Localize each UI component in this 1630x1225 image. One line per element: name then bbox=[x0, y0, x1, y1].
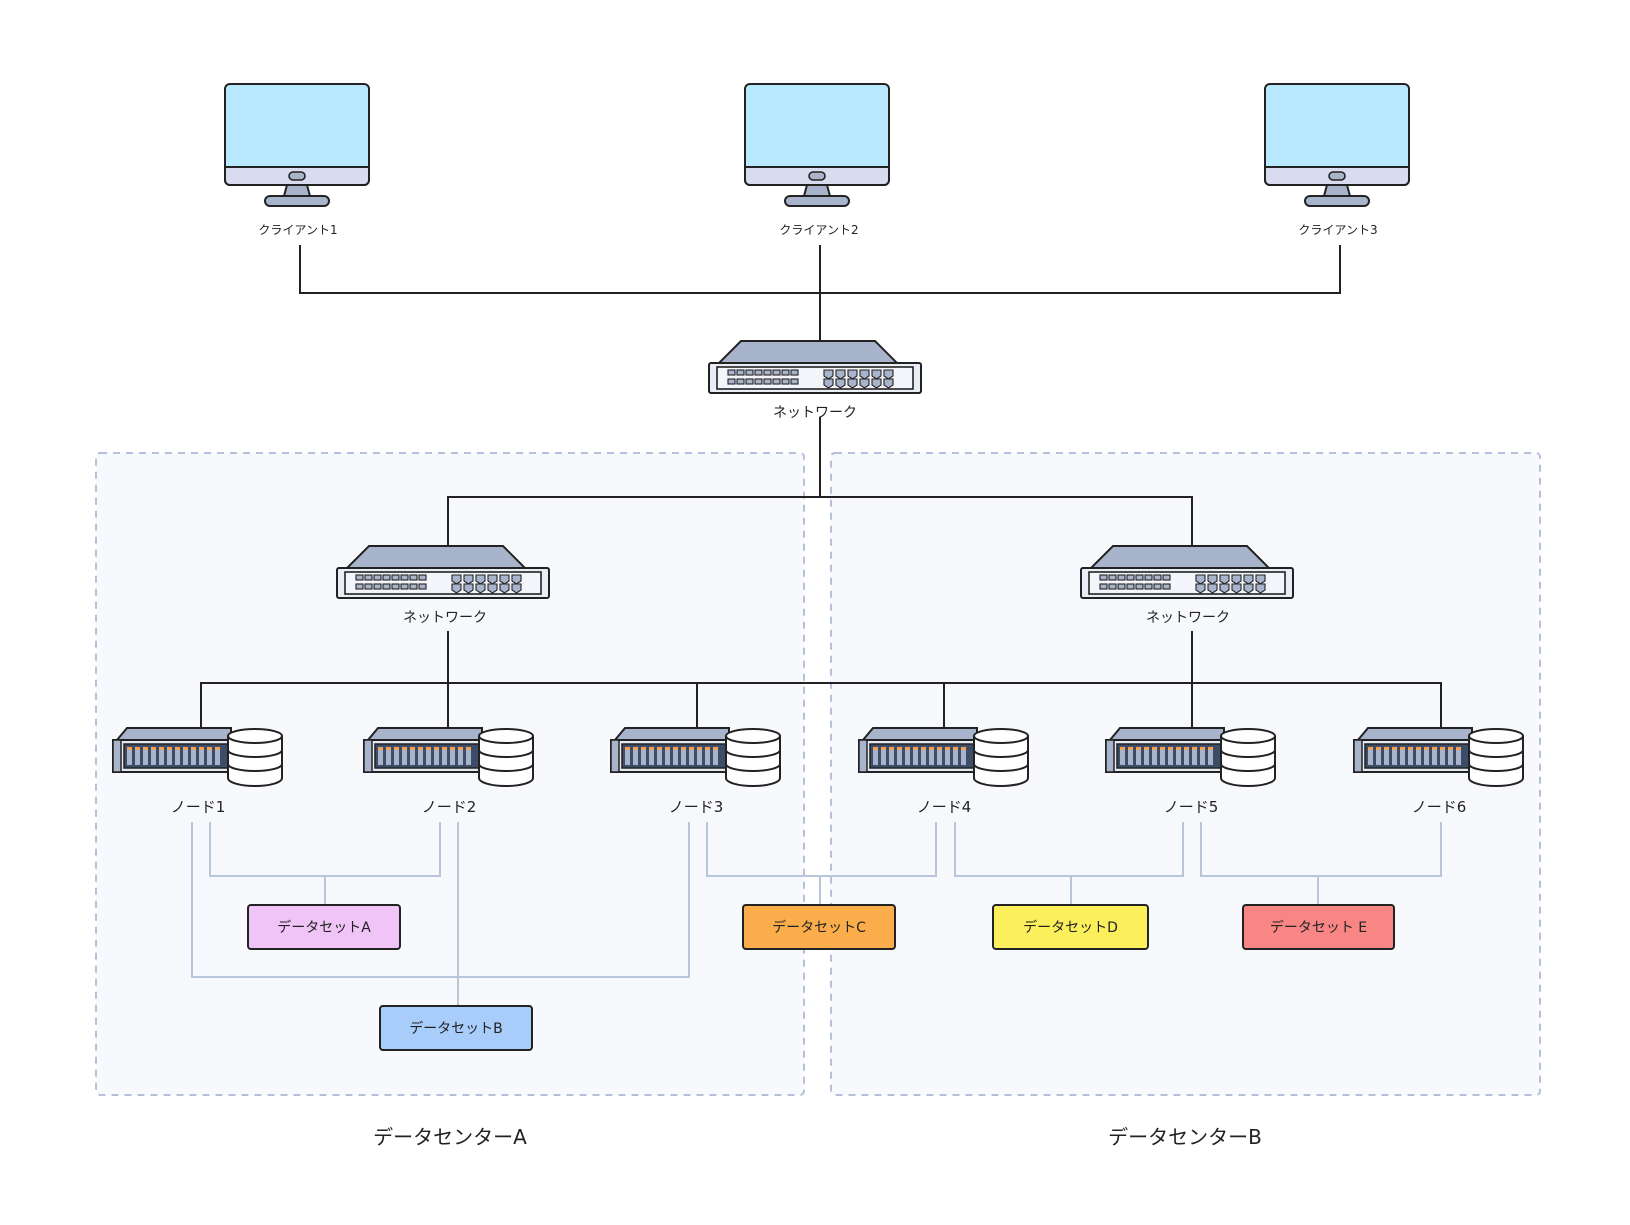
node-5-label: ノード5 bbox=[1163, 798, 1219, 816]
dc-b-network-label: ネットワーク bbox=[1146, 610, 1230, 626]
client-1-label: クライアント1 bbox=[258, 223, 338, 237]
core-network-label: ネットワーク bbox=[773, 405, 857, 421]
node-1-label: ノード1 bbox=[170, 798, 226, 816]
dataset-d-box[interactable]: データセットD bbox=[992, 904, 1149, 950]
network-links bbox=[200, 245, 1442, 733]
dataset-links bbox=[191, 822, 1442, 1005]
node-4-label: ノード4 bbox=[916, 798, 972, 816]
node-3-label: ノード3 bbox=[668, 798, 724, 816]
node-6-label: ノード6 bbox=[1411, 798, 1467, 816]
dataset-c-box[interactable]: データセットC bbox=[742, 904, 896, 950]
dc-a-network-label: ネットワーク bbox=[403, 610, 487, 626]
node-2-label: ノード2 bbox=[421, 798, 477, 816]
datacenter-a-label: データセンターA bbox=[373, 1125, 527, 1149]
dataset-e-box[interactable]: データセット E bbox=[1242, 904, 1395, 950]
core-switch-icon[interactable] bbox=[708, 340, 922, 394]
client-3-monitor-icon[interactable] bbox=[1264, 83, 1410, 207]
datacenter-b-label: データセンターB bbox=[1108, 1125, 1262, 1149]
client-2-monitor-icon[interactable] bbox=[744, 83, 890, 207]
dataset-b-box[interactable]: データセットB bbox=[379, 1005, 533, 1051]
client-1-monitor-icon[interactable] bbox=[224, 83, 370, 207]
client-2-label: クライアント2 bbox=[779, 223, 859, 237]
client-3-label: クライアント3 bbox=[1298, 223, 1378, 237]
dataset-a-box[interactable]: データセットA bbox=[247, 904, 401, 950]
